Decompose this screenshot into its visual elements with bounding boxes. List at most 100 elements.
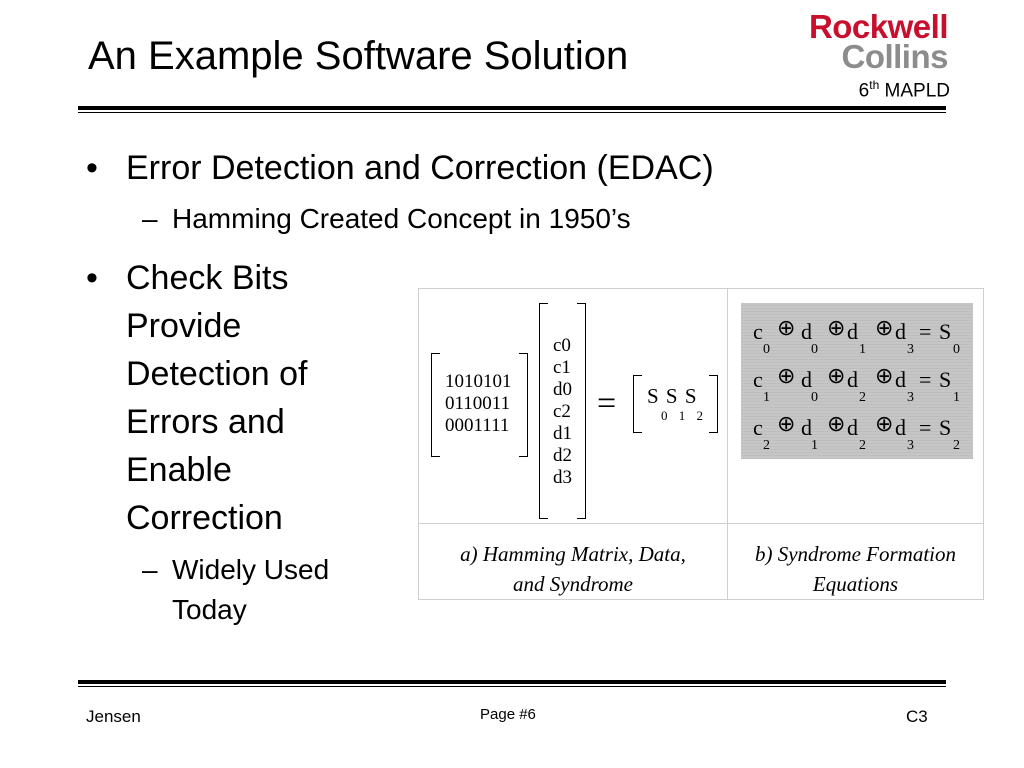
eq-term: d: [801, 367, 812, 392]
xor-icon: ⊕: [777, 411, 796, 436]
eq-term: S: [939, 415, 952, 440]
sub-bullet-hamming-text: Hamming Created Concept in 1950’s: [172, 203, 631, 234]
syndrome-bracket-left: [633, 375, 642, 433]
bullet-line: Correction: [126, 499, 283, 537]
bullet-dot: •: [86, 259, 98, 297]
logo-line-1: Rockwell: [808, 8, 949, 45]
sub-bullet-hamming: – Hamming Created Concept in 1950’s: [142, 199, 631, 239]
vector-entry: c2: [553, 401, 571, 422]
slide-title: An Example Software Solution: [88, 34, 629, 78]
syndrome-vector: S S S: [647, 384, 698, 408]
bullet-check-bits: • Check Bits Provide Detection of Errors…: [86, 254, 308, 542]
caption-a-line: a) Hamming Matrix, Data,: [460, 542, 686, 566]
syndrome-bracket-right: [709, 375, 718, 433]
bullet-edac: • Error Detection and Correction (EDAC): [86, 144, 714, 192]
xor-icon: ⊕: [777, 315, 796, 340]
eq-term: S: [939, 319, 952, 344]
xor-icon: ⊕: [875, 315, 894, 340]
vector-bracket-left: [539, 303, 548, 519]
vector-entry: d0: [553, 379, 572, 400]
eq-term: d: [895, 367, 906, 392]
xor-icon: ⊕: [827, 363, 846, 388]
sub-bullet-widely-used: – Widely Used Today: [142, 550, 330, 630]
bullet-edac-text: Error Detection and Correction (EDAC): [126, 149, 714, 187]
vector-bracket-right: [577, 303, 586, 519]
hamming-matrix: 1010101 0110011 0001111: [445, 371, 512, 437]
sub-bullet-dash: –: [142, 203, 158, 234]
caption-b-line: Equations: [812, 572, 899, 596]
bullet-line: Errors and: [126, 403, 285, 441]
event-name: MAPLD: [884, 80, 950, 102]
header-rule: [78, 106, 946, 113]
matrix-row: 0001111: [445, 415, 510, 436]
footer-author: Jensen: [86, 707, 141, 726]
eq-term: d: [801, 319, 812, 344]
vector-entry: d3: [553, 467, 572, 488]
eq-term: d: [847, 319, 858, 344]
eq-term: d: [895, 415, 906, 440]
eq-subscript: 3: [907, 438, 914, 453]
xor-icon: ⊕: [875, 363, 894, 388]
figure-divider-vertical: [727, 289, 728, 599]
eq-term: d: [847, 415, 858, 440]
matrix-row: 1010101: [445, 371, 512, 392]
caption-a: a) Hamming Matrix, Data, and Syndrome: [419, 539, 727, 599]
caption-b-line: b) Syndrome Formation: [754, 542, 957, 566]
rockwell-collins-logo: Rockwell Collins: [796, 8, 949, 75]
figure-divider-horizontal: [419, 523, 983, 524]
bullet-line: Detection of: [126, 355, 308, 393]
vector-entry: d1: [553, 423, 572, 444]
eq-subscript: 1: [859, 342, 866, 357]
sub-bullet-dash: –: [142, 554, 158, 585]
matrix-bracket-right: [519, 353, 528, 457]
footer-page-number: Page #6: [480, 706, 536, 723]
footer-section: C3: [906, 707, 928, 726]
eq-equals: =: [919, 319, 932, 344]
equals-sign: =: [597, 385, 617, 422]
eq-subscript: 0: [811, 390, 818, 405]
eq-term: d: [801, 415, 812, 440]
eq-subscript: 2: [763, 438, 770, 453]
eq-subscript: 3: [907, 390, 914, 405]
event-label: 6th MAPLD: [790, 72, 950, 104]
vector-entry: c0: [553, 335, 571, 356]
xor-icon: ⊕: [875, 411, 894, 436]
vector-entry: c1: [553, 357, 571, 378]
syndrome-equations: c 0 ⊕ d 0 ⊕ d 1 ⊕ d 3 = S 0 c 1 ⊕ d 0 ⊕ …: [741, 303, 973, 459]
sub-bullet-line: Today: [172, 594, 247, 625]
xor-icon: ⊕: [827, 411, 846, 436]
bullet-dot: •: [86, 149, 98, 187]
eq-subscript: 0: [953, 342, 960, 357]
eq-term: d: [847, 367, 858, 392]
event-number: 6: [858, 80, 870, 102]
caption-a-line: and Syndrome: [513, 572, 633, 596]
caption-b: b) Syndrome Formation Equations: [728, 539, 983, 599]
eq-subscript: 2: [859, 438, 866, 453]
syndrome-subscripts: 0 1 2: [661, 408, 707, 423]
eq-term: S: [939, 367, 952, 392]
vector-entry: d2: [553, 445, 572, 466]
sub-bullet-line: Widely Used: [172, 554, 330, 585]
eq-term: c: [753, 319, 763, 344]
matrix-bracket-left: [431, 353, 440, 457]
eq-subscript: 1: [763, 390, 770, 405]
bullet-line: Check Bits: [126, 259, 289, 297]
logo-line-2: Collins: [841, 38, 948, 75]
xor-icon: ⊕: [777, 363, 796, 388]
eq-term: c: [753, 367, 763, 392]
matrix-row: 0110011: [445, 393, 511, 414]
eq-subscript: 0: [763, 342, 770, 357]
data-vector: c0 c1 d0 c2 d1 d2 d3: [553, 335, 572, 489]
eq-equals: =: [919, 367, 932, 392]
eq-term: c: [753, 415, 763, 440]
eq-term: d: [895, 319, 906, 344]
eq-subscript: 2: [859, 390, 866, 405]
event-ordinal: th: [869, 78, 880, 92]
footer-rule: [78, 680, 946, 687]
bullet-line: Enable: [126, 451, 232, 489]
xor-icon: ⊕: [827, 315, 846, 340]
eq-subscript: 2: [953, 438, 960, 453]
eq-subscript: 1: [953, 390, 960, 405]
eq-equals: =: [919, 415, 932, 440]
eq-subscript: 1: [811, 438, 818, 453]
